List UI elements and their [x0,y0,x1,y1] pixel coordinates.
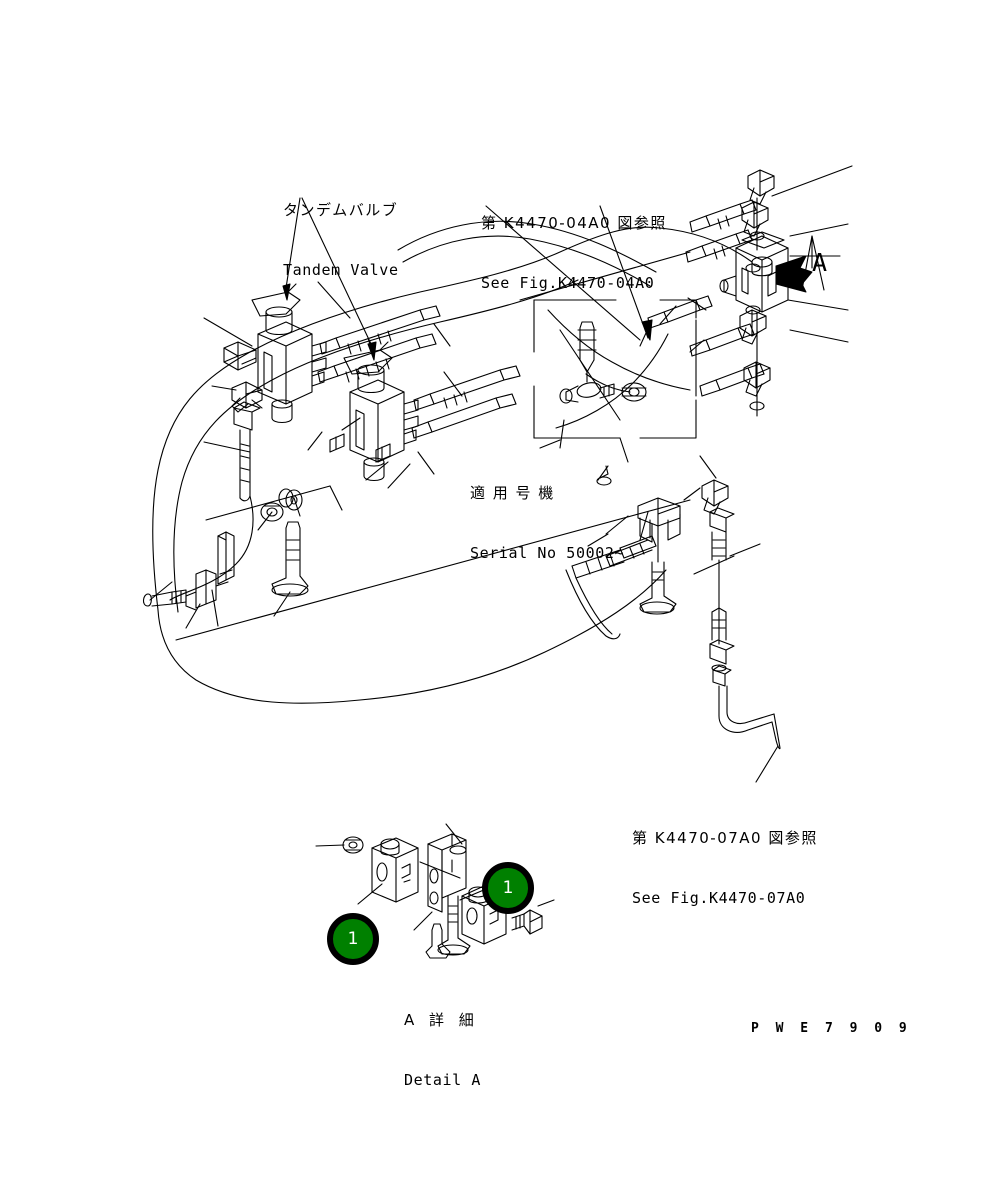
section-letter-a: A [812,248,828,277]
label-see-fig-07a0-jp: 第 K4470-07A0 図参照 [632,828,818,847]
label-see-fig-07a0: 第 K4470-07A0 図参照 See Fig.K4470-07A0 [632,788,818,949]
detail-a-bolt-left [425,923,451,959]
label-detail-a: A 詳 細 Detail A [404,970,481,1131]
label-see-fig-04a0-en: See Fig.K4470-04A0 [481,274,655,293]
label-tandem-valve: タンデムバルブ Tandem Valve [283,160,399,321]
right-tall-hose [701,479,781,750]
main-hose-loop [152,226,753,704]
middle-bolt-vertical [271,521,309,597]
right-elbow-1 [747,169,775,205]
label-serial-no: 適 用 号 機 Serial No 50002~ [470,443,624,604]
long-leader-lines [175,205,691,641]
right-hose-1 [689,199,757,233]
detail-a-centre-bolt [437,895,471,956]
misc-small-parts [241,357,391,508]
left-clamp-bracket [185,569,229,611]
leader-lines [149,281,761,629]
left-fitting-tee [231,381,263,413]
left-long-bolt [233,401,261,502]
drawing-number: P W E 7 9 0 9 [751,1021,912,1036]
hose-segment-group-upper [317,305,521,439]
section-arrow-stem [801,235,825,291]
label-serial-no-jp: 適 用 号 機 [470,483,555,502]
detail-a-block-left [371,837,419,903]
mid-right-hose-loop [565,569,621,640]
serial-leader [539,437,629,463]
right-hose-4 [689,323,755,357]
left-fitting-elbow-1 [223,341,257,371]
mid-right-hose-c [571,549,625,579]
centre-nut [621,382,647,402]
mid-right-bolt [639,561,677,615]
label-tandem-valve-en: Tandem Valve [283,261,399,280]
centre-joint-bolt [577,321,597,383]
mid-right-hose-b [605,539,653,567]
detail-a-leaders [315,823,555,931]
tandem-valve-arrowheads [282,283,377,361]
centre-swivel-joint [559,382,615,404]
tandem-valve-leaders [285,197,373,347]
right-elbow-4 [743,361,771,397]
callout-balloon-1[interactable]: 1 [327,913,379,965]
fig04-arrowhead [641,319,653,341]
callout-balloon-1[interactable]: 1 [482,862,534,914]
label-tandem-valve-jp: タンデムバルブ [283,200,399,219]
label-detail-a-jp: A 詳 細 [404,1010,479,1029]
label-detail-a-en: Detail A [404,1071,482,1090]
mid-right-clamp [637,497,681,563]
middle-clamp-assembly [217,531,235,585]
label-see-fig-07a0-en: See Fig.K4470-07A0 [632,889,806,908]
right-vertical-rods [745,165,853,417]
detail-a-nut [342,836,364,854]
fig07-leader [755,745,779,783]
label-see-fig-04a0-jp: 第 K4470-04A0 図参照 [481,213,667,232]
fig04-leader [599,205,649,339]
right-hose-5 [699,363,765,397]
detail-a-assembly [315,823,555,959]
section-arrow-a [775,255,813,293]
detail-a-bracket [427,833,467,913]
left-bolt-horizontal [142,589,187,607]
upper-sweep-hose [397,220,657,287]
washer-group-mid [260,489,303,522]
label-see-fig-04a0: 第 K4470-04A0 図参照 See Fig.K4470-04A0 [481,173,667,334]
tandem-valve-1 [251,283,327,424]
left-hose-run [169,495,254,601]
mid-right-hose-a [619,535,657,559]
detail-a-bolt-right [511,909,543,935]
right-elbow-3 [739,309,767,345]
label-serial-no-en: Serial No 50002~ [470,544,625,563]
